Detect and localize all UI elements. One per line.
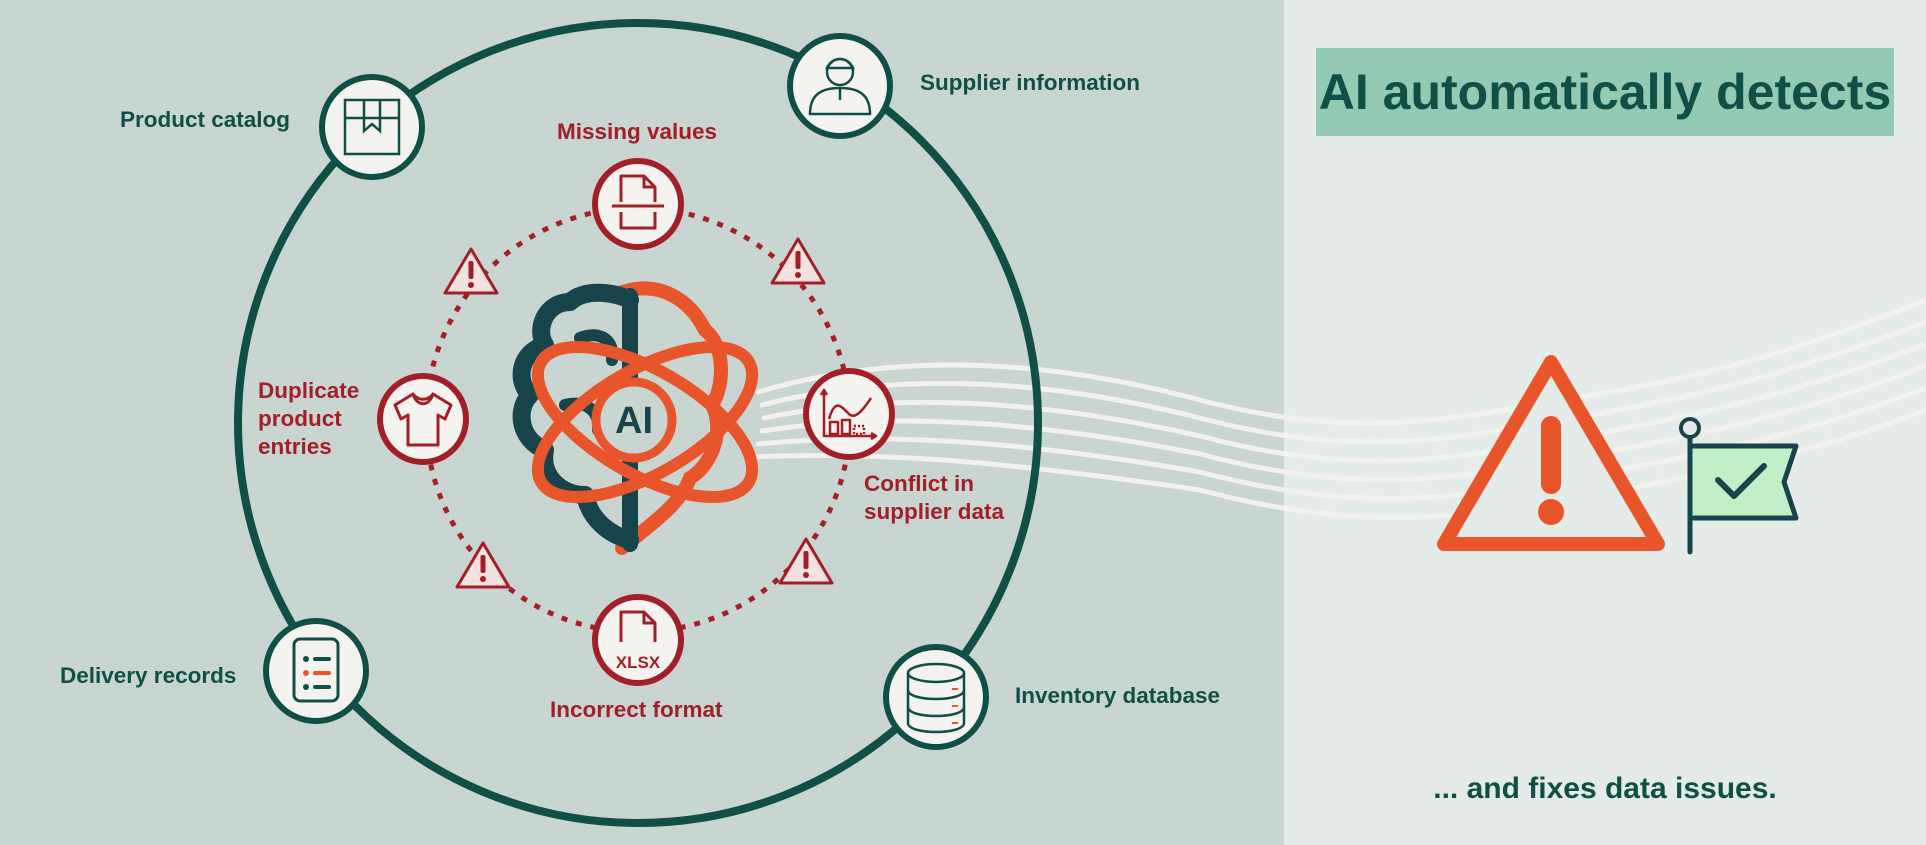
check-flag-icon [1679,417,1799,555]
label-line: product [258,406,342,431]
warning-triangle-icon [770,237,826,285]
product-catalog-node [319,74,425,180]
large-warning-triangle-icon [1437,355,1665,551]
box-icon [343,98,401,156]
line-chart-icon [819,388,878,441]
label-product-catalog: Product catalog [120,107,291,132]
conflict-supplier-node [803,368,895,460]
label-line: Duplicate [258,378,360,403]
warning-triangle-icon [443,247,499,295]
person-icon [808,57,872,116]
ai-brain-icon [512,281,759,555]
label-conflict-supplier-data: Conflict in supplier data [864,470,1004,526]
subline-text: ... and fixes data issues. [1433,772,1777,805]
incorrect-format-node [592,594,684,686]
outer-ring [234,19,1042,827]
xlsx-badge: XLSX [616,653,661,672]
label-delivery-records: Delivery records [60,663,237,688]
inventory-database-node [883,644,989,750]
delivery-records-node [263,618,369,724]
label-missing-values: Missing values [557,119,718,144]
shirt-icon [393,392,453,447]
headline-banner: AI automatically detects [1316,48,1894,136]
label-incorrect-format: Incorrect format [550,697,723,722]
missing-values-node [592,158,684,250]
label-line: supplier data [864,499,1005,524]
headline-text: AI automatically detects [1318,64,1892,120]
document-scan-icon [612,174,664,230]
label-duplicate-product-entries: Duplicate product entries [258,377,359,461]
warning-triangle-icon [455,541,511,589]
xlsx-file-icon [619,610,657,642]
label-line: entries [258,434,332,459]
label-supplier-information: Supplier information [920,70,1141,95]
warning-triangle-icon [778,537,834,585]
checklist-icon [292,637,340,703]
database-icon [906,662,966,734]
label-inventory-database: Inventory database [1015,683,1221,708]
ai-core-label: AI [615,400,653,442]
duplicate-entries-node [377,373,469,465]
supplier-information-node [787,33,893,139]
label-line: Conflict in [864,471,974,496]
